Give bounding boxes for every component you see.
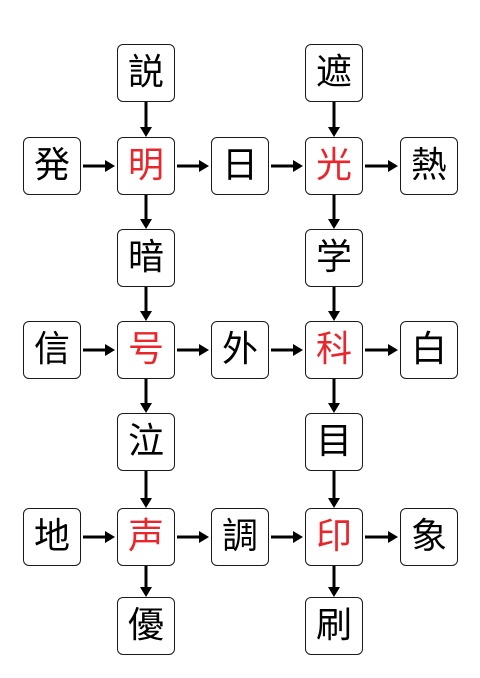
answer-cell-row3-right: 印 [305, 508, 363, 566]
down-arrow-icon [328, 195, 340, 229]
kanji-cell-row1-right: 熱 [400, 137, 458, 195]
down-arrow-icon [140, 379, 152, 413]
kanji-cell-row1-right-below: 学 [305, 229, 363, 287]
right-arrow-icon [365, 531, 398, 543]
down-arrow-icon [328, 287, 340, 321]
answer-cell-row2-left: 号 [117, 321, 175, 379]
kanji-cell-row2-middle: 外 [211, 321, 269, 379]
down-arrow-icon [140, 471, 152, 508]
kanji-cell-row3-left-below: 優 [117, 597, 175, 655]
answer-cell-row3-left: 声 [117, 508, 175, 566]
kanji-cell-row3-left: 地 [23, 508, 81, 566]
right-arrow-icon [83, 344, 115, 356]
right-arrow-icon [177, 531, 209, 543]
answer-cell-row1-left: 明 [117, 137, 175, 195]
kanji-cell-right-top: 遮 [305, 44, 363, 102]
down-arrow-icon [328, 379, 340, 413]
answer-cell-row1-right: 光 [305, 137, 363, 195]
down-arrow-icon [140, 195, 152, 229]
kanji-cell-row2-right: 白 [400, 321, 458, 379]
right-arrow-icon [177, 344, 209, 356]
down-arrow-icon [140, 566, 152, 597]
right-arrow-icon [83, 531, 115, 543]
kanji-cell-row2-right-below: 目 [305, 413, 363, 471]
kanji-cell-row3-right-below: 刷 [305, 597, 363, 655]
kanji-cell-row1-middle: 日 [211, 137, 269, 195]
right-arrow-icon [271, 344, 303, 356]
kanji-cell-left-top: 説 [117, 44, 175, 102]
right-arrow-icon [83, 160, 115, 172]
kanji-cell-row3-middle: 調 [211, 508, 269, 566]
kanji-cell-row2-left: 信 [23, 321, 81, 379]
kanji-cell-row2-left-below: 泣 [117, 413, 175, 471]
kanji-cell-row1-left: 発 [23, 137, 81, 195]
down-arrow-icon [328, 102, 340, 137]
down-arrow-icon [140, 287, 152, 321]
right-arrow-icon [365, 160, 398, 172]
right-arrow-icon [177, 160, 209, 172]
right-arrow-icon [271, 531, 303, 543]
down-arrow-icon [328, 566, 340, 597]
right-arrow-icon [271, 160, 303, 172]
kanji-cell-row1-left-below: 暗 [117, 229, 175, 287]
right-arrow-icon [365, 344, 398, 356]
down-arrow-icon [328, 471, 340, 508]
answer-cell-row2-right: 科 [305, 321, 363, 379]
down-arrow-icon [140, 102, 152, 137]
kanji-cell-row3-right: 象 [400, 508, 458, 566]
